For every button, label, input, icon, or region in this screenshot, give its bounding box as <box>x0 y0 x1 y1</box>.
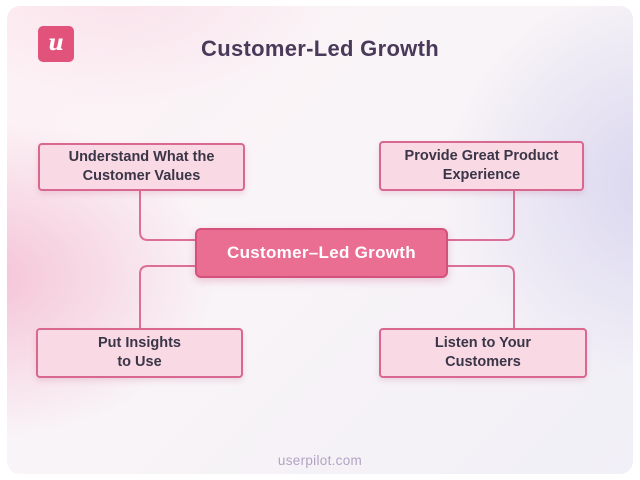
userpilot-logo: u <box>38 26 74 62</box>
node-provide-great-product-experience: Provide Great Product Experience <box>379 141 584 191</box>
node-listen-to-your-customers: Listen to Your Customers <box>379 328 587 378</box>
node-put-insights-to-use: Put Insights to Use <box>36 328 243 378</box>
node-text-line: Listen to Your <box>434 335 532 351</box>
node-text-line: Provide Great Product <box>404 148 559 164</box>
center-node-label: Customer–Led Growth <box>227 243 416 262</box>
node-text-line: Experience <box>442 167 521 183</box>
node-text-line: Understand What the <box>68 149 215 165</box>
node-text-line: Customers <box>445 354 521 370</box>
node-text-line: Customer Values <box>82 168 201 184</box>
footer-site-url: userpilot.com <box>277 453 363 468</box>
node-text-line: to Use <box>117 354 162 370</box>
page-title: Customer-Led Growth <box>201 36 439 61</box>
userpilot-logo-letter: u <box>48 30 64 56</box>
node-customer-led-growth-center: Customer–Led Growth <box>195 228 448 278</box>
node-text-line: Put Insights <box>98 335 181 351</box>
node-understand-customer-values: Understand What the Customer Values <box>38 143 245 191</box>
